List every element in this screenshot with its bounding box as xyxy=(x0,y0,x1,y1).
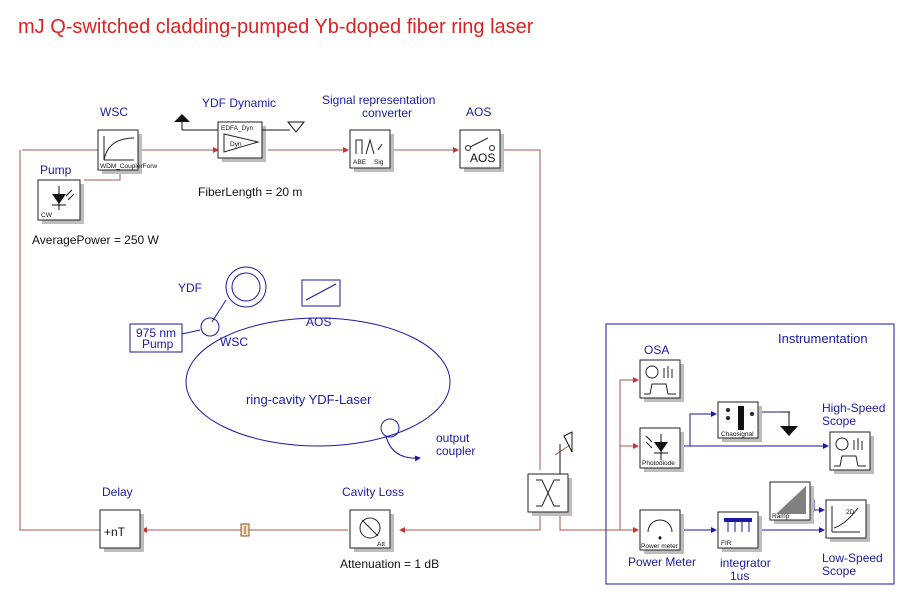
pump-label: Pump xyxy=(40,163,72,177)
wire-aos-coupler xyxy=(500,149,541,470)
wsc-inner-label: WDM_CouplerForw xyxy=(100,163,157,170)
instrumentation-panel xyxy=(605,323,895,585)
power-meter-block[interactable]: Power meter xyxy=(639,509,684,554)
low-speed-scope-label-line1: Low-Speed xyxy=(822,551,883,565)
wsc-block[interactable]: WDM_CouplerForw xyxy=(97,129,157,174)
converter-label-line2: converter xyxy=(362,106,412,120)
power-meter-inner-label: Power meter xyxy=(641,543,679,550)
ydf-inner-top: EDFA_Dyn xyxy=(221,125,254,132)
ring-schematic xyxy=(129,266,451,462)
schematic-pump-line1: 975 nm xyxy=(136,326,176,340)
pump-inner-label: CW xyxy=(41,212,53,219)
delay-block[interactable]: +nT xyxy=(99,509,144,552)
ydf-dynamic-block[interactable]: EDFA_Dyn Dyn xyxy=(217,121,266,162)
low-speed-scope-block[interactable]: 2D xyxy=(825,499,870,542)
schematic-aos-label: AOS xyxy=(306,315,331,329)
aos-block[interactable]: AOS xyxy=(459,129,504,172)
low-speed-scope-2d: 2D xyxy=(846,509,855,516)
signal-converter-block[interactable]: ABE Sig xyxy=(349,129,394,172)
integrator-label-line2: 1us xyxy=(730,569,749,583)
ydf-inner-label: Dyn xyxy=(230,141,242,148)
converter-label-line1: Signal representation xyxy=(322,93,435,107)
output-coupler-icon xyxy=(380,418,400,438)
page-title: mJ Q-switched cladding-pumped Yb-doped f… xyxy=(18,16,534,38)
high-speed-scope-block[interactable] xyxy=(829,431,874,474)
ydf-dynamic-label: YDF Dynamic xyxy=(202,96,276,110)
converter-inner-left: ABE xyxy=(353,159,367,166)
photodiode-block[interactable]: Photodiode xyxy=(639,427,684,472)
integrator-label-line1: integrator xyxy=(720,556,771,570)
wire-connector xyxy=(240,523,250,537)
cavity-loss-inner-label: Att xyxy=(377,541,385,548)
delay-label: Delay xyxy=(102,485,133,499)
ydf-fiber-length: FiberLength = 20 m xyxy=(198,185,302,199)
pump-block[interactable]: CW xyxy=(37,179,84,224)
ground-icon xyxy=(780,411,798,436)
high-speed-scope-label-line2: Scope xyxy=(822,414,856,428)
wsc-label: WSC xyxy=(100,105,128,119)
wire-coupler-out xyxy=(559,512,636,531)
ramp-block[interactable]: Ramp xyxy=(769,481,814,524)
high-speed-scope-label-line1: High-Speed xyxy=(822,401,885,415)
photodiode-inner-label: Photodiode xyxy=(642,460,675,467)
aos-inner-label: AOS xyxy=(470,151,495,165)
antenna-icon xyxy=(559,431,573,474)
instrumentation-title: Instrumentation xyxy=(778,331,868,346)
fir-inner-label: FIR xyxy=(721,540,732,547)
chaosignal-block[interactable]: Chaosignal xyxy=(717,401,762,442)
delay-inner-label: +nT xyxy=(104,525,126,539)
converter-inner-right: Sig xyxy=(374,159,384,166)
aos-label: AOS xyxy=(466,105,491,119)
fir-integrator-block[interactable]: FIR xyxy=(717,511,762,552)
wire-coupler-stub xyxy=(554,444,571,456)
ground-arrow-icon xyxy=(174,114,218,131)
output-coupler-label-line1: output xyxy=(436,431,470,445)
schematic-pump-line2: Pump xyxy=(142,337,174,351)
ring-cavity xyxy=(185,317,451,447)
osa-label: OSA xyxy=(644,343,669,357)
ramp-inner-label: Ramp xyxy=(772,513,790,520)
cavity-loss-attenuation: Attenuation = 1 dB xyxy=(340,557,439,571)
schematic-ydf-label: YDF xyxy=(178,281,202,295)
antenna-icon xyxy=(262,121,306,133)
ydf-coil-icon xyxy=(225,266,267,308)
wsc-coupler-icon xyxy=(200,317,220,337)
cavity-loss-label: Cavity Loss xyxy=(342,485,404,499)
pump-average-power: AveragePower = 250 W xyxy=(32,233,160,247)
output-coupler-label-line2: coupler xyxy=(436,444,475,458)
optical-wires xyxy=(19,147,636,533)
pump-schematic-box xyxy=(129,323,183,353)
osa-block[interactable] xyxy=(639,359,684,402)
wire-left-loop xyxy=(19,150,100,531)
aos-schematic-icon xyxy=(301,279,341,307)
ring-cavity-label: ring-cavity YDF-Laser xyxy=(246,392,372,407)
schematic-wsc-label: WSC xyxy=(220,335,248,349)
power-meter-label: Power Meter xyxy=(628,555,696,569)
chaosignal-inner-label: Chaosignal xyxy=(721,431,754,438)
output-coupler-block[interactable] xyxy=(527,473,572,516)
low-speed-scope-label-line2: Scope xyxy=(822,564,856,578)
wire-coupler-loss xyxy=(399,512,541,533)
cavity-loss-block[interactable]: Att xyxy=(349,509,394,552)
